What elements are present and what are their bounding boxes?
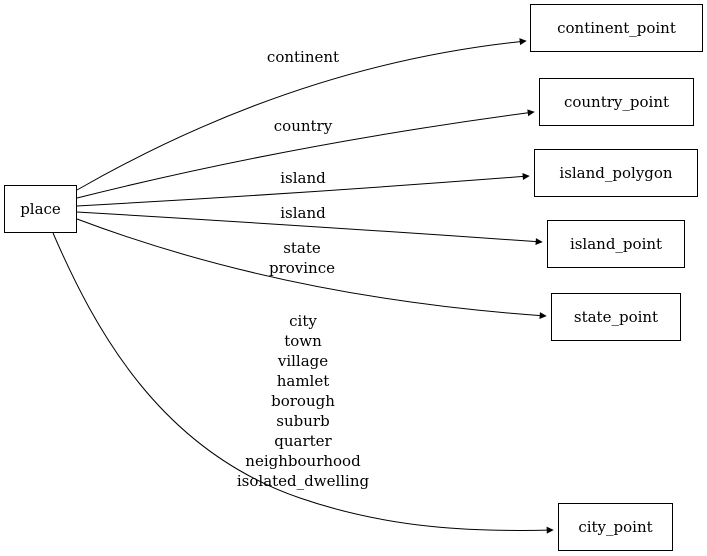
edge-place-continent_point bbox=[76, 38, 527, 191]
node-state_point-label: state_point bbox=[573, 308, 659, 326]
node-island_polygon: island_polygon bbox=[534, 149, 698, 197]
edge-label-state-province: state province bbox=[268, 239, 335, 277]
edge-place-state_point bbox=[76, 218, 547, 320]
edge-place-country_point bbox=[76, 109, 535, 199]
node-place-label: place bbox=[20, 200, 61, 218]
edge-label-continent: continent bbox=[266, 48, 340, 66]
edge-place-city_point bbox=[52, 232, 554, 534]
node-state_point: state_point bbox=[551, 293, 681, 341]
node-place: place bbox=[4, 185, 77, 233]
node-island_point-label: island_point bbox=[569, 235, 663, 253]
node-city_point-label: city_point bbox=[578, 518, 653, 536]
edge-label-island-polygon: island bbox=[280, 169, 326, 187]
edge-label-country: country bbox=[273, 117, 333, 135]
node-continent_point: continent_point bbox=[530, 4, 703, 52]
node-island_polygon-label: island_polygon bbox=[559, 164, 673, 182]
edge-label-island-point: island bbox=[280, 204, 326, 222]
node-island_point: island_point bbox=[547, 220, 685, 268]
edge-label-city-group: city town village hamlet borough suburb … bbox=[236, 312, 370, 490]
edge-place-island_polygon bbox=[76, 172, 530, 207]
node-country_point: country_point bbox=[539, 78, 694, 126]
node-continent_point-label: continent_point bbox=[557, 19, 676, 37]
edge-place-island_point bbox=[76, 211, 543, 246]
node-country_point-label: country_point bbox=[563, 93, 670, 111]
node-city_point: city_point bbox=[558, 503, 673, 551]
